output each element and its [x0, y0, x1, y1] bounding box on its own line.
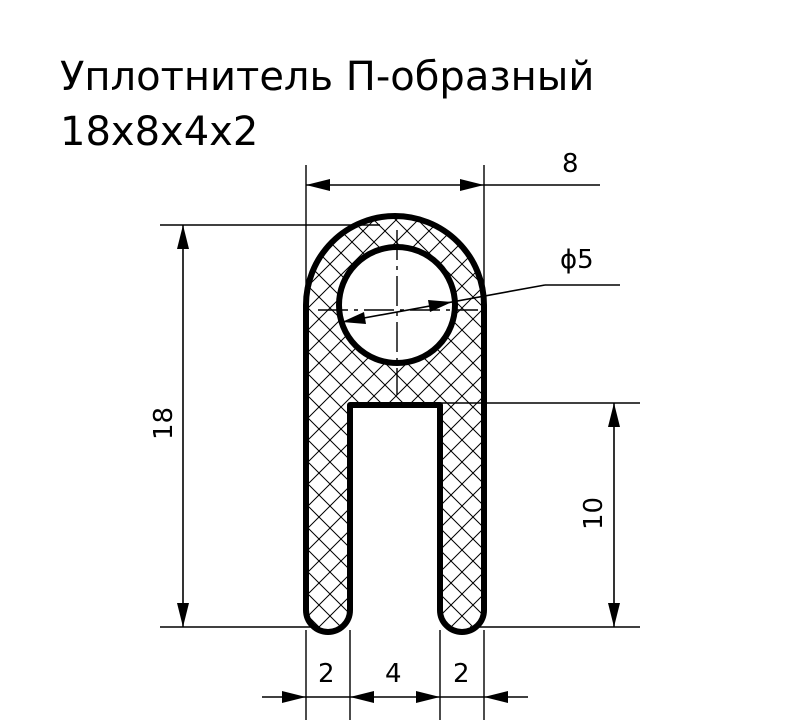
dimension-diameter: ϕ5	[341, 245, 620, 324]
profile-outline	[303, 213, 487, 635]
drawing-subtitle: 18x8x4x2	[60, 109, 258, 155]
dim-slot-width-label: 4	[385, 659, 402, 689]
dim-slot-depth-label: 10	[579, 497, 609, 530]
dim-wall-left-label: 2	[318, 659, 335, 689]
drawing-title: Уплотнитель П-образный	[60, 54, 594, 100]
dimension-height: 18	[149, 225, 189, 627]
dimension-bottom: 2 4 2	[262, 659, 528, 703]
dim-diameter-label: ϕ5	[560, 245, 594, 275]
dimension-slot-depth: 10	[579, 403, 620, 627]
extension-lines	[160, 165, 640, 720]
profile-section	[303, 213, 487, 635]
dim-wall-right-label: 2	[453, 659, 470, 689]
dim-height-label: 18	[149, 407, 179, 440]
dimension-width: 8	[306, 149, 600, 191]
dim-width-label: 8	[562, 149, 579, 179]
